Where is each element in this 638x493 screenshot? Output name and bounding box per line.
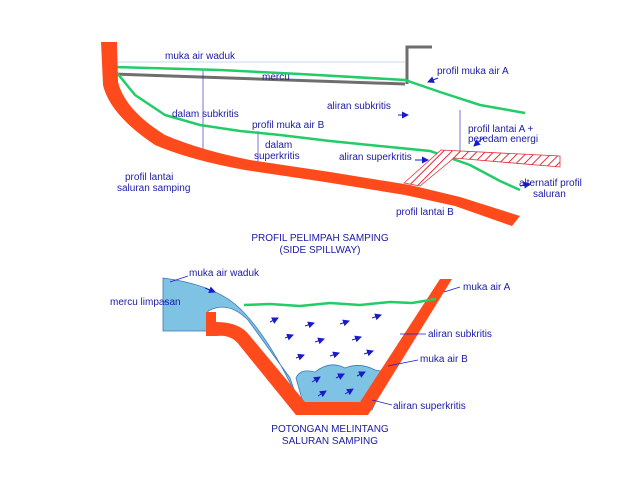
label-aliran-superkritis: aliran superkritis [339,152,412,163]
label-profil-lantai-b: profil lantai B [396,207,454,218]
label-peredam-energi: peredam energi [468,134,538,145]
label-saluran-samping: saluran samping [117,183,190,194]
alternative-pointer [519,181,531,189]
profile-title-1: PROFIL PELIMPAH SAMPING [251,233,388,244]
label-superkritis: superkritis [254,151,300,162]
water-profile-a [112,65,526,115]
crest-line [112,72,406,86]
label-profil-lantai: profil lantai [125,172,173,183]
label-cs-muka-air-a: muka air A [463,282,511,293]
label-muka-air-waduk: muka air waduk [165,51,236,62]
label-cs-muka-air-waduk: muka air waduk [189,268,260,279]
label-aliran-subkritis: aliran subkritis [327,101,391,112]
label-profil-muka-air-b: profil muka air B [252,120,325,131]
profile-title-2: (SIDE SPILLWAY) [280,245,361,256]
weir-end-wall [405,45,432,84]
label-dalam: dalam [265,140,292,151]
label-saluran: saluran [533,189,566,200]
channel-cross-section [206,279,452,415]
label-profil-lantai-a: profil lantai A + [468,124,533,135]
label-pointers [163,275,461,406]
label-cs-aliran-subkritis: aliran subkritis [428,329,492,340]
profile-a-pointer [427,76,439,84]
cross-section-view: muka air waduk mercu limpasan muka air A… [110,268,511,447]
label-cs-muka-air-b: muka air B [420,354,468,365]
floor-a-pointer [473,136,485,147]
cross-section-title-2: SALURAN SAMPING [282,436,378,447]
cross-section-title-1: POTONGAN MELINTANG [271,424,389,435]
label-profil-muka-air-a: profil muka air A [437,66,509,77]
channel-floor-profile [101,42,520,226]
profile-view: muka air waduk mercu profil muka air A a… [101,42,582,256]
label-alternatif-profil: alternatif profil [519,178,582,189]
flow-arrows [204,286,382,398]
label-mercu: mercu [262,72,290,83]
label-dalam-subkritis: dalam subkritis [172,109,239,120]
label-cs-mercu-limpasan: mercu limpasan [110,297,181,308]
energy-dissipator [403,149,561,187]
water-surface-a [243,297,437,308]
label-cs-aliran-superkritis: aliran superkritis [393,401,466,412]
water-profile-b [112,67,521,192]
